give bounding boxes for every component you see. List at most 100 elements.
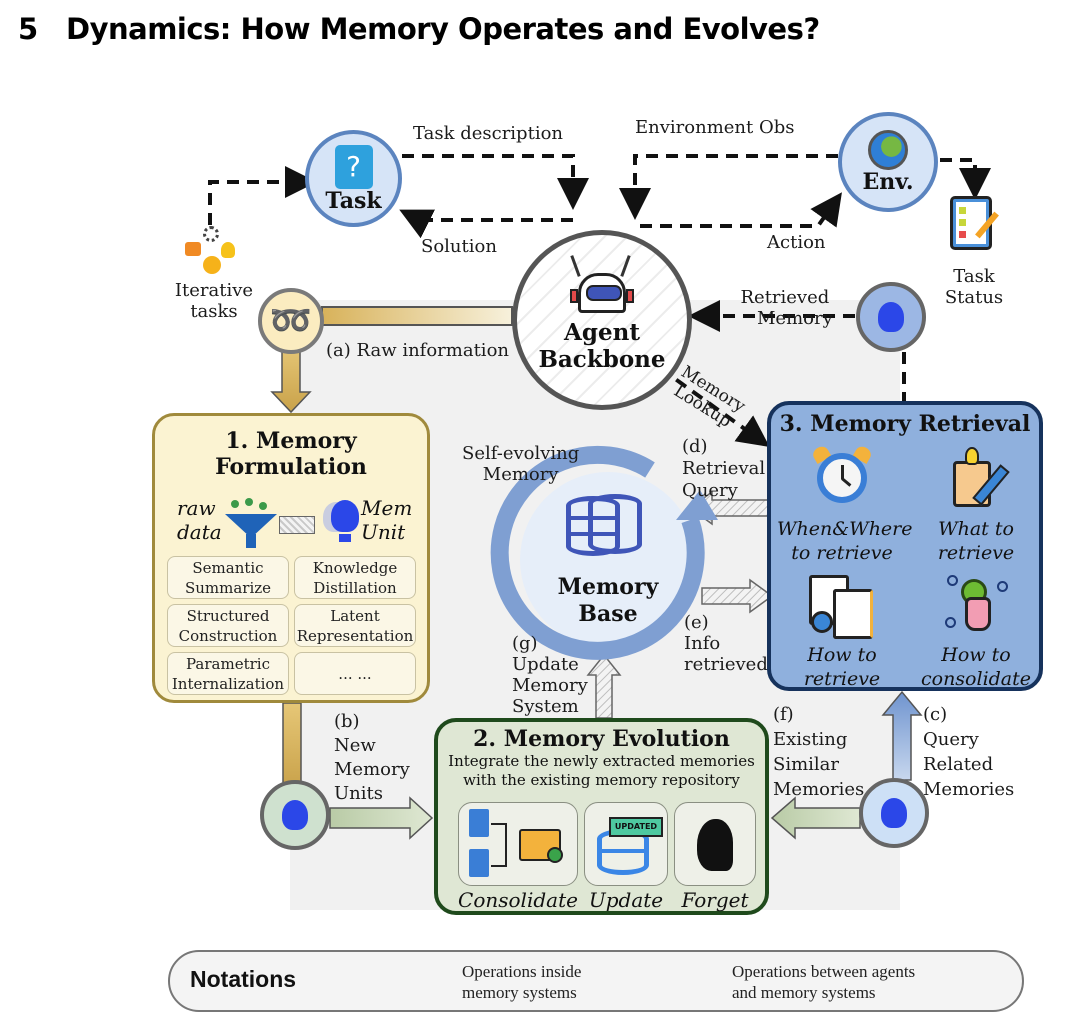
query-memory-bulb[interactable]: [859, 778, 929, 848]
label-info-retrieved: (e) Info retrieved: [684, 612, 768, 675]
arrow-query-related: [881, 690, 923, 781]
method-line: Construction: [178, 626, 278, 645]
lightbulb-icon: [881, 798, 907, 828]
funnel-icon: [225, 498, 277, 550]
retrieval-title: 3. Memory Retrieval: [779, 411, 1031, 437]
edge-env-to-status: [940, 158, 991, 200]
arrow-update-memory-system: [586, 653, 622, 719]
method-line: Summarize: [184, 578, 272, 597]
agent-backbone-node[interactable]: Agent Backbone: [512, 230, 692, 410]
method-line: Knowledge: [312, 558, 398, 577]
query-related-line: Query: [923, 729, 979, 750]
task-node[interactable]: ? Task: [305, 130, 402, 227]
arrow-raw-information: [321, 306, 513, 326]
info-retrieved-line: Info: [684, 633, 721, 654]
checklist-icon: [950, 192, 1000, 252]
label-new-memory-units: (b) New Memory Units: [334, 710, 410, 806]
notation-between-line: and memory systems: [732, 983, 876, 1002]
arrow-info-retrieved: [701, 578, 774, 614]
evolution-description: Integrate the newly extracted memories w…: [438, 752, 765, 790]
notepad-idea-icon: [949, 447, 1010, 511]
notations-legend: Notations Operations inside memory syste…: [168, 950, 1024, 1012]
formulation-arrow: [279, 516, 315, 534]
edge-solution: [399, 209, 573, 239]
retrieval-item-line: What to: [938, 518, 1014, 540]
consolidate-card: [458, 802, 578, 886]
update-memory-line: Update: [512, 654, 579, 675]
notations-title: Notations: [190, 966, 297, 992]
op-consolidate: Consolidate: [458, 888, 578, 912]
agent-label-line1: Agent: [564, 319, 640, 346]
self-evolving-arrowhead: [676, 490, 718, 520]
label-self-evolving: Self-evolving Memory: [462, 443, 579, 485]
agent-label-line2: Backbone: [538, 346, 666, 373]
arrow-new-memory-units: [329, 796, 434, 840]
op-forget: Forget: [681, 888, 749, 912]
arrow-existing-similar: [770, 796, 861, 840]
memory-retrieval-box: 3. Memory Retrieval When&Where to retrie…: [767, 401, 1043, 691]
lightbulb-icon: [282, 800, 308, 830]
retrieved-memory-bulb[interactable]: [856, 282, 926, 352]
edge-task-description: [402, 154, 589, 210]
lightbulb-icon: [878, 302, 904, 332]
iterative-tasks-icon: [183, 226, 243, 278]
section-number: 5: [18, 12, 38, 46]
label-retrieval-query: (d) Retrieval Query: [682, 436, 765, 502]
existing-similar-line: Similar: [773, 754, 840, 775]
retrieval-item-line: consolidate: [920, 668, 1032, 690]
formulation-title-line1: 1. Memory: [225, 428, 357, 454]
query-related-line: (c): [923, 704, 948, 725]
evolution-desc-line1: Integrate the newly extracted memories: [448, 752, 755, 770]
task-status-label: Task Status: [940, 266, 1008, 308]
mem-unit-label: Mem Unit: [361, 496, 412, 544]
edge-memory-lookup: [658, 366, 770, 448]
task-status-line2: Status: [944, 287, 1004, 308]
notation-inside-line: memory systems: [462, 983, 577, 1002]
new-memory-units-line: New: [334, 735, 376, 756]
robot-icon: [564, 255, 640, 319]
self-evolving-line2: Memory: [482, 464, 559, 485]
evolution-title: 2. Memory Evolution: [473, 726, 730, 752]
label-query-related: (c) Query Related Memories: [923, 702, 1014, 802]
label-existing-similar: (f) Existing Similar Memories: [773, 702, 864, 802]
info-retrieved-line: retrieved: [684, 654, 768, 675]
update-memory-line: Memory: [512, 675, 588, 696]
notation-between-label: Operations between agents and memory sys…: [732, 961, 915, 1003]
info-retrieved-line: (e): [684, 612, 709, 633]
method-ellipsis: ... ...: [294, 652, 416, 695]
new-memory-units-line: (b): [334, 711, 360, 732]
method-line: Semantic: [192, 558, 264, 577]
raw-info-node[interactable]: ➿: [258, 288, 324, 354]
new-memory-bulb[interactable]: [260, 780, 330, 850]
env-node[interactable]: Env.: [838, 112, 938, 212]
touch-button-icon: [943, 573, 1009, 643]
memory-evolution-box: 2. Memory Evolution Integrate the newly …: [434, 718, 769, 915]
method-line: Latent: [330, 606, 380, 625]
notation-inside-label: Operations inside memory systems: [462, 961, 581, 1003]
query-related-line: Related: [923, 754, 994, 775]
alarm-clock-icon: [810, 443, 874, 511]
notation-between-line: Operations between agents: [732, 962, 916, 981]
retrieval-query-line: Query: [682, 480, 738, 501]
edge-environment-obs: [619, 154, 838, 220]
method-line: Structured: [186, 606, 270, 625]
section-heading: 5 Dynamics: How Memory Operates and Evolv…: [18, 12, 820, 46]
method-line: Parametric: [186, 654, 270, 673]
retrieval-item-line: to retrieve: [791, 542, 893, 564]
retrieved-memory-line2: Memory: [757, 308, 833, 329]
section-title: Dynamics: How Memory Operates and Evolve…: [66, 12, 820, 46]
mem-unit-bulb-icon: [323, 500, 359, 546]
update-memory-line: (g): [512, 633, 538, 654]
self-evolving-line1: Self-evolving: [462, 443, 580, 464]
label-task-description: Task description: [413, 123, 564, 144]
mem-unit-line2: Unit: [361, 520, 406, 544]
label-retrieved-memory: Retrieved Memory: [737, 287, 833, 329]
retrieved-memory-line1: Retrieved: [740, 287, 830, 308]
label-raw-information: (a) Raw information: [326, 340, 509, 361]
update-card: UPDATED: [584, 802, 668, 886]
retrieval-item-line: How to: [941, 644, 1011, 666]
